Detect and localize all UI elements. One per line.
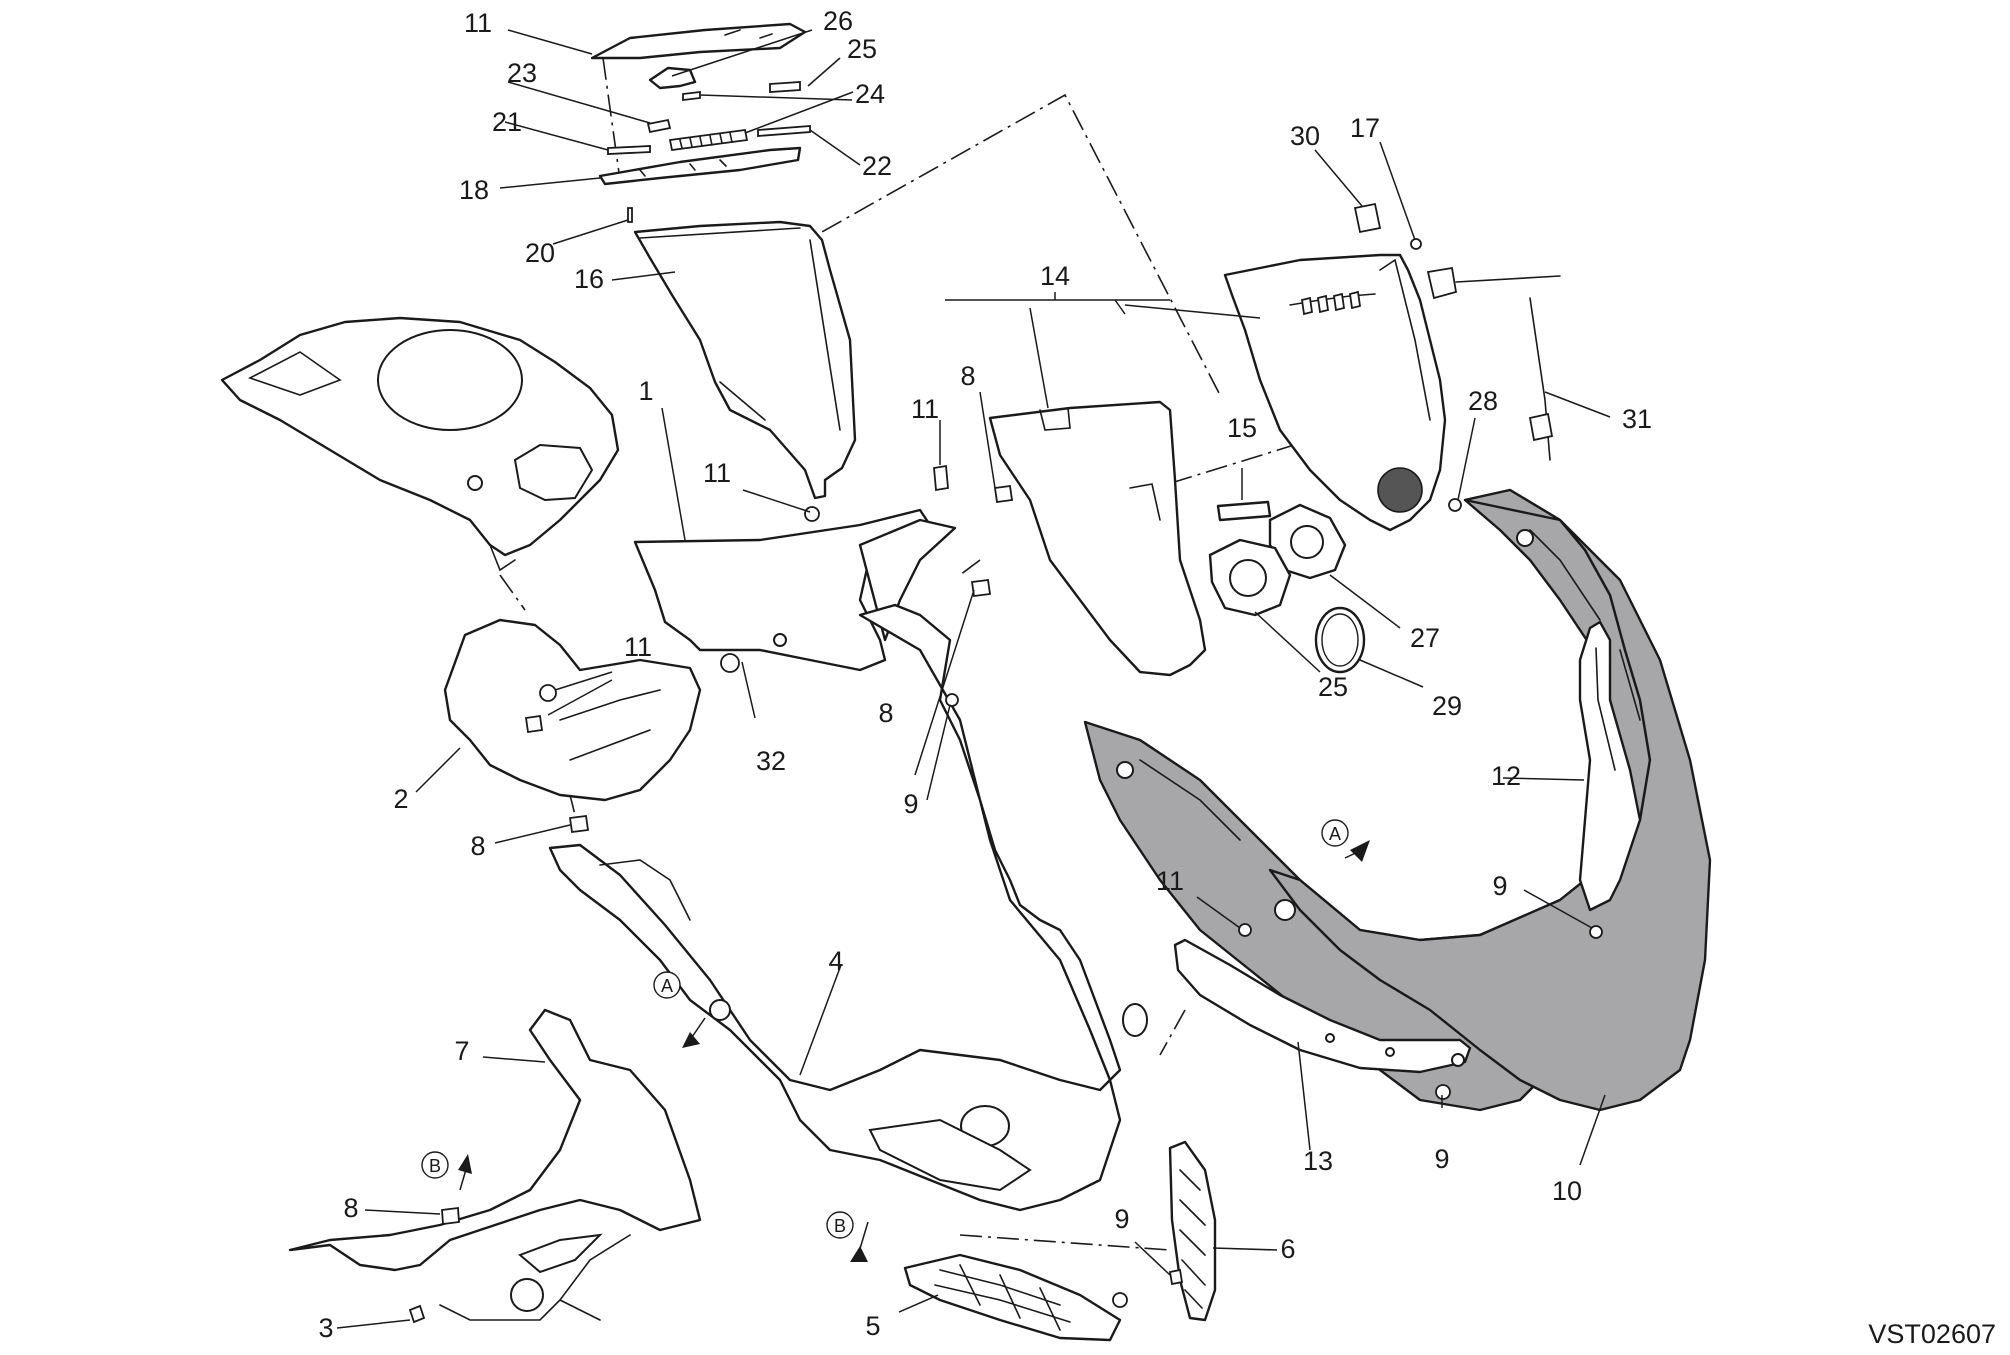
callout-9: 9 — [1114, 1204, 1129, 1234]
part-27-flange — [1268, 503, 1347, 580]
part-13-rail — [1173, 938, 1472, 1074]
callout-9: 9 — [1492, 871, 1507, 901]
leader-lines — [336, 29, 1611, 1329]
callout-11: 11 — [624, 632, 652, 662]
callout-14: 14 — [1040, 261, 1070, 291]
callout-7: 7 — [454, 1036, 469, 1066]
callout-8: 8 — [960, 361, 975, 391]
callout-labels: 11 26 25 24 23 21 22 18 20 16 1 11 11 8 … — [318, 6, 1652, 1343]
callout-17: 17 — [1350, 113, 1380, 143]
callout-32: 32 — [756, 746, 786, 776]
callout-11: 11 — [1156, 866, 1184, 896]
part-30-bracket — [1353, 202, 1382, 234]
callout-28: 28 — [1468, 386, 1498, 416]
view-ref-B-center: B — [826, 1211, 869, 1262]
callout-8: 8 — [470, 831, 485, 861]
view-ref-A-right: A — [1321, 819, 1370, 862]
callout-22: 23 — [507, 58, 537, 88]
callout-24: 25 — [847, 34, 877, 64]
callout-26: 25 — [1318, 672, 1348, 702]
callout-5: 5 — [865, 1311, 880, 1341]
part-duct-right — [1223, 253, 1447, 532]
callout-2: 2 — [393, 784, 408, 814]
part-31-strap — [1528, 297, 1554, 461]
part-19-cover — [590, 22, 807, 60]
callout-10: 10 — [1552, 1176, 1582, 1206]
part-17-screw — [1410, 238, 1422, 250]
part-22-spring — [646, 118, 672, 134]
svg-text:B: B — [429, 1156, 441, 1176]
callout-9: 9 — [1434, 1144, 1449, 1174]
part-fairing-top-left — [220, 316, 620, 572]
callout-27: 27 — [1410, 623, 1440, 653]
callout-9: 9 — [903, 789, 918, 819]
part-14-duct — [988, 400, 1207, 677]
drawing-code: VST02607 — [1868, 1319, 1996, 1349]
part-23-spring — [668, 128, 749, 152]
callout-16: 16 — [574, 264, 604, 294]
part-12-strip — [1578, 620, 1642, 912]
part-20-screw — [627, 207, 633, 223]
part-5-grille — [903, 1253, 1122, 1342]
part-25-clip — [648, 66, 697, 90]
part-2-cover — [443, 618, 702, 802]
callout-11: 11 — [703, 458, 731, 488]
callout-8: 8 — [878, 698, 893, 728]
callout-11: 11 — [911, 394, 939, 424]
part-connector — [1426, 266, 1561, 300]
part-26-flange — [1208, 538, 1292, 617]
callout-8: 8 — [343, 1193, 358, 1223]
part-7-lower-panel — [288, 1008, 702, 1321]
callout-30: 30 — [1290, 121, 1320, 151]
part-3-screw — [408, 1304, 426, 1324]
callout-23: 24 — [855, 79, 885, 109]
callout-15: 15 — [1227, 413, 1257, 443]
svg-text:A: A — [1329, 824, 1341, 844]
part-21-pins — [607, 125, 811, 155]
callout-20: 20 — [525, 238, 555, 268]
callout-19: 11 — [464, 8, 492, 38]
callout-18: 18 — [459, 175, 489, 205]
callout-21: 22 — [862, 151, 892, 181]
part-8-clip-lower — [441, 1206, 460, 1226]
callout-21: 21 — [492, 107, 522, 137]
part-18-plate — [598, 146, 802, 186]
part-4-fairing — [548, 603, 1148, 1212]
callout-1: 1 — [638, 376, 653, 406]
fasteners — [524, 464, 1603, 1308]
part-1-panel — [633, 508, 957, 672]
svg-text:A: A — [661, 976, 673, 996]
callout-13: 13 — [1303, 1146, 1333, 1176]
part-6-grille — [1168, 1140, 1217, 1322]
callout-31: 31 — [1622, 404, 1652, 434]
part-24-spring — [682, 81, 801, 102]
part-16-duct — [633, 220, 857, 500]
svg-text:B: B — [834, 1216, 846, 1236]
view-ref-A-left: A — [653, 971, 706, 1048]
callout-6: 6 — [1280, 1234, 1295, 1264]
callout-29: 29 — [1432, 691, 1462, 721]
callout-4: 4 — [828, 946, 843, 976]
part-15-pad — [1216, 500, 1272, 522]
callout-3: 3 — [318, 1313, 333, 1343]
callout-12: 12 — [1491, 761, 1521, 791]
callout-25: 26 — [823, 6, 853, 36]
part-28-screw — [1448, 498, 1462, 512]
part-29-ring — [1314, 606, 1366, 674]
view-ref-B-left: B — [421, 1151, 472, 1191]
